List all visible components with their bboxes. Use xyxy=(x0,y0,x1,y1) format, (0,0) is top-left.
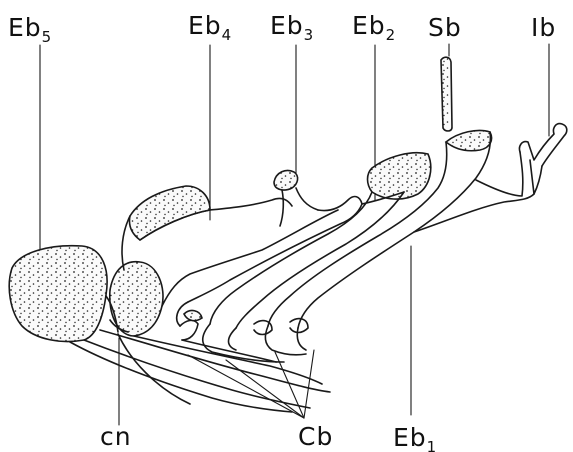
label-eb4: Eb4 xyxy=(188,11,232,44)
label-eb5: Eb5 xyxy=(8,13,52,46)
epibranchial-rods xyxy=(177,132,534,328)
eb1-cartilage xyxy=(446,130,492,150)
label-eb1: Eb1 xyxy=(393,423,437,452)
sb-rod xyxy=(441,57,452,131)
label-cb: Cb xyxy=(298,422,333,451)
eb2-cartilage xyxy=(368,153,431,199)
eb5-cartilage xyxy=(9,246,107,342)
eb3-process xyxy=(280,188,318,226)
label-ib: Ib xyxy=(531,13,556,42)
ib-element xyxy=(519,124,566,166)
eb3-knob xyxy=(274,170,298,190)
eb4-cartilage xyxy=(110,262,163,336)
label-eb3: Eb3 xyxy=(270,11,314,44)
leader-lines xyxy=(40,44,549,425)
label-cn: cn xyxy=(100,422,132,451)
label-sb: Sb xyxy=(428,13,462,42)
label-eb2: Eb2 xyxy=(352,11,396,44)
